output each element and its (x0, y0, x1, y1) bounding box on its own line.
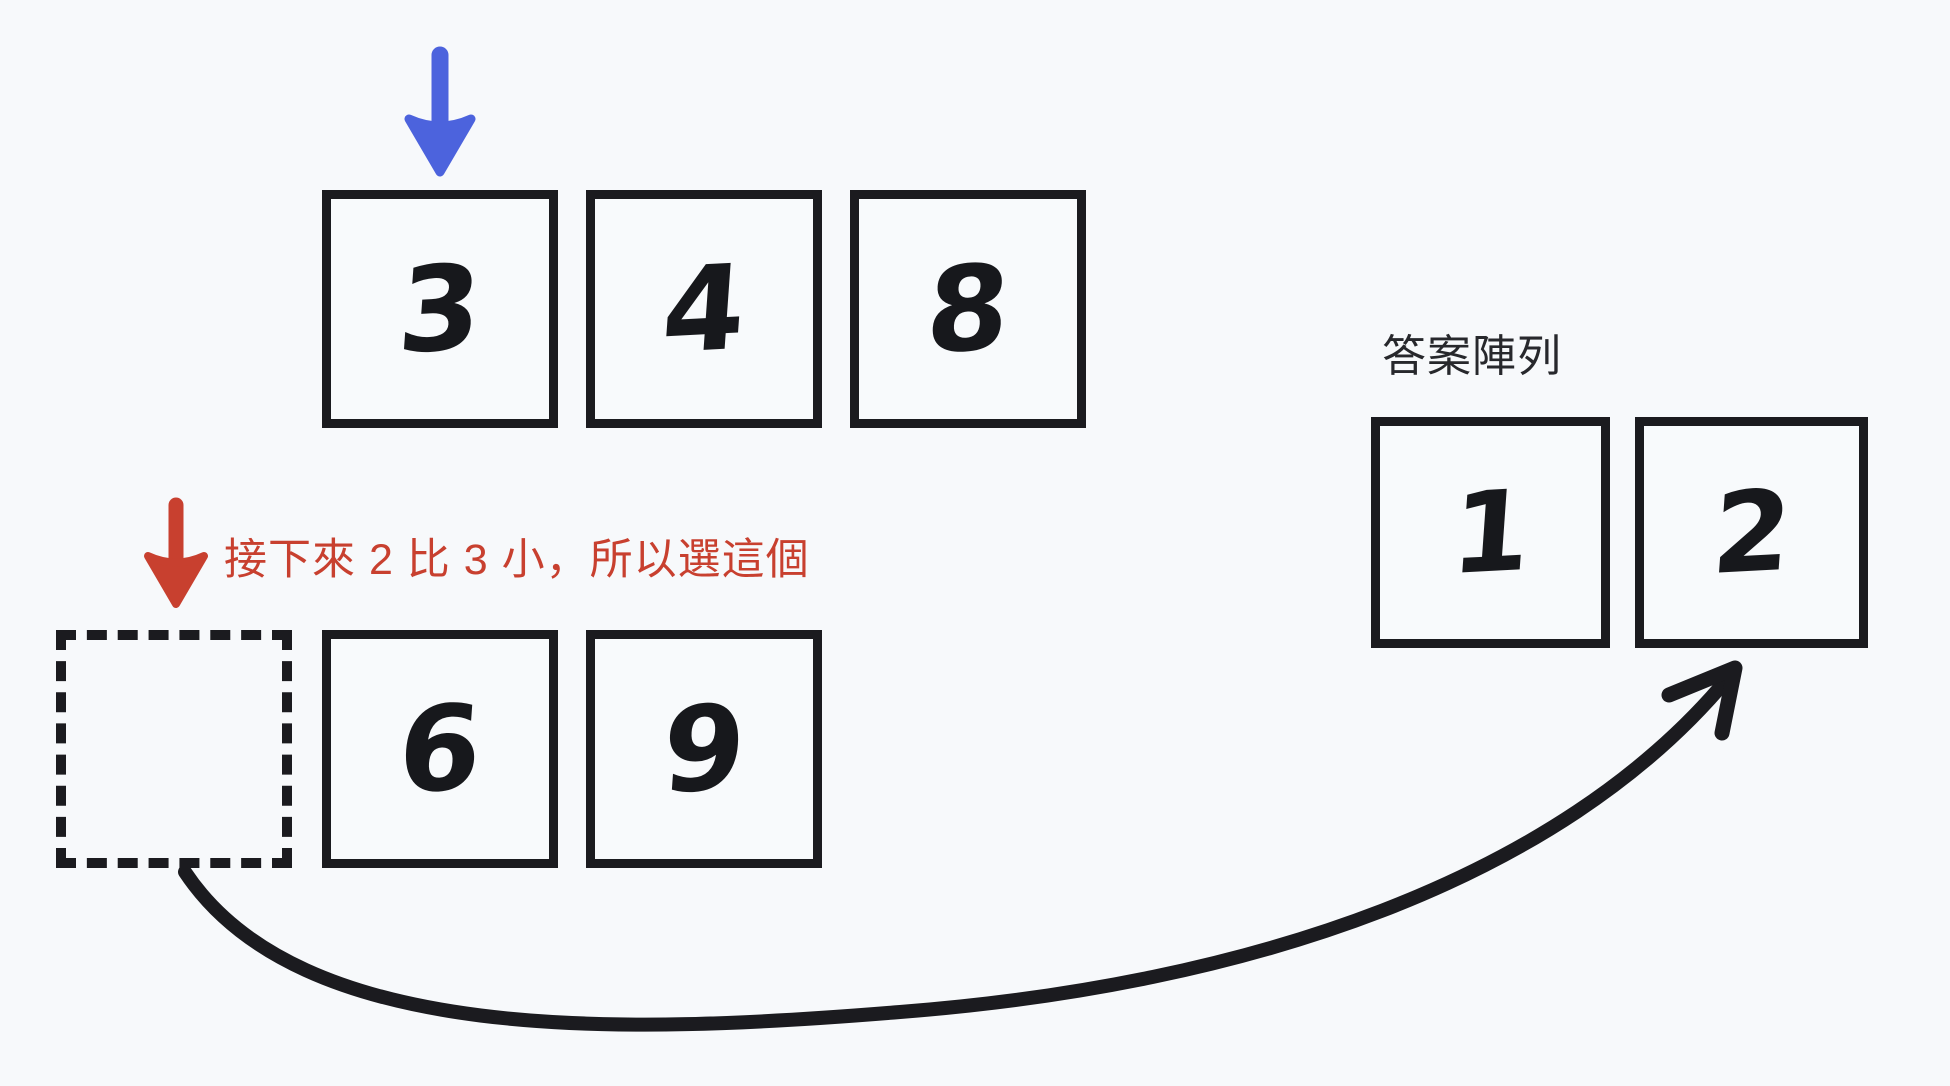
answer-cell-1-value: 2 (1707, 465, 1796, 600)
source-cell-lower-0-empty-slot[interactable] (56, 630, 292, 868)
source-cell-upper-2[interactable]: 8 (850, 190, 1086, 428)
answer-cell-1[interactable]: 2 (1635, 417, 1868, 648)
source-cell-upper-0[interactable]: 3 (322, 190, 558, 428)
answer-array-label: 答案陣列 (1382, 332, 1562, 381)
source-cell-lower-2[interactable]: 9 (586, 630, 822, 868)
red-annotation-text: 接下來 2 比 3 小，所以選這個 (224, 536, 810, 584)
source-cell-upper-1[interactable]: 4 (586, 190, 822, 428)
source-cell-upper-1-value: 4 (657, 237, 751, 381)
source-cell-lower-1[interactable]: 6 (322, 630, 558, 868)
source-cell-upper-0-value: 3 (393, 237, 487, 381)
source-cell-upper-2-value: 8 (921, 237, 1015, 381)
blue-down-arrow (404, 46, 476, 177)
answer-cell-0[interactable]: 1 (1371, 417, 1610, 648)
source-cell-lower-2-value: 9 (657, 677, 751, 821)
red-down-arrow (144, 497, 208, 608)
answer-cell-0-value: 1 (1446, 465, 1535, 600)
source-cell-lower-1-value: 6 (393, 677, 487, 821)
